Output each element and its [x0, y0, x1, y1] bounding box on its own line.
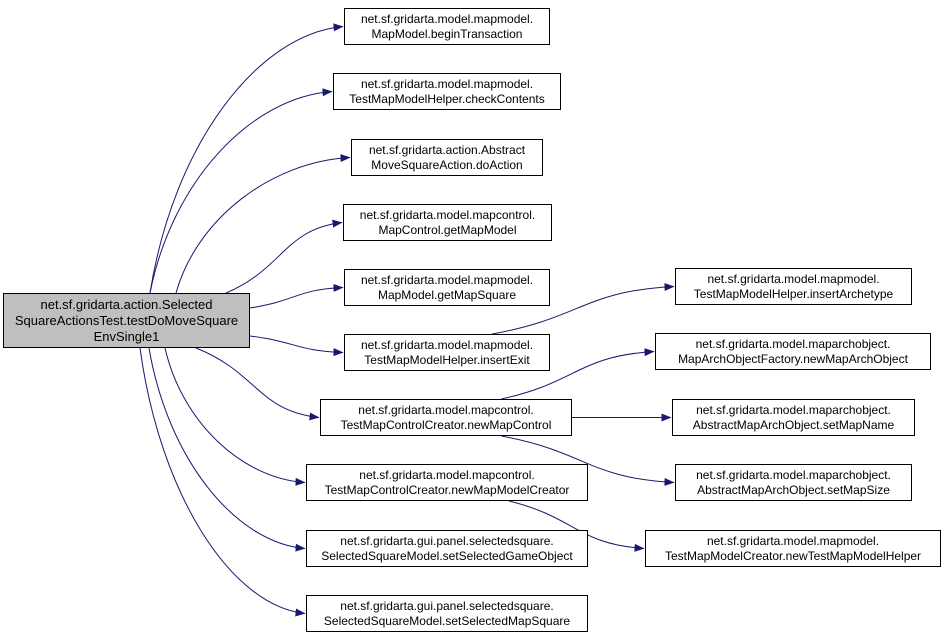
node-line: net.sf.gridarta.model.mapcontrol.: [358, 402, 534, 417]
root-node[interactable]: net.sf.gridarta.action.Selected SquareAc…: [3, 293, 250, 348]
node-line: net.sf.gridarta.action.Selected: [40, 296, 213, 312]
node-line: net.sf.gridarta.model.maparchobject.: [695, 336, 891, 351]
edge-root-to-set-selected-game-object: [148, 347, 306, 552]
edge-root-to-insert-exit: [249, 335, 344, 357]
edge-root-to-begin-transaction: [149, 23, 344, 294]
node-line: MapArchObjectFactory.newMapArchObject: [678, 351, 908, 366]
node-new-map-arch-object[interactable]: net.sf.gridarta.model.maparchobject. Map…: [655, 333, 931, 370]
node-new-test-map-model-helper[interactable]: net.sf.gridarta.model.mapmodel. TestMapM…: [645, 530, 941, 567]
node-get-map-square[interactable]: net.sf.gridarta.model.mapmodel. MapModel…: [344, 269, 550, 306]
node-line: TestMapModelHelper.insertExit: [364, 352, 530, 367]
node-line: net.sf.gridarta.model.mapmodel.: [360, 76, 534, 91]
node-line: AbstractMapArchObject.setMapSize: [697, 482, 890, 497]
node-line: MapModel.getMapSquare: [377, 287, 517, 302]
node-begin-transaction[interactable]: net.sf.gridarta.model.mapmodel. MapModel…: [344, 8, 550, 45]
node-line: MapControl.getMapModel: [378, 222, 517, 237]
node-line: TestMapControlCreator.newMapModelCreator: [324, 482, 570, 497]
node-insert-exit[interactable]: net.sf.gridarta.model.mapmodel. TestMapM…: [344, 334, 550, 371]
node-line: MapModel.beginTransaction: [371, 26, 523, 41]
edge-root-to-get-map-square: [249, 283, 344, 309]
node-line: TestMapModelCreator.newTestMapModelHelpe…: [664, 548, 922, 563]
node-line: net.sf.gridarta.gui.panel.selectedsquare…: [340, 598, 554, 613]
edge-new-map-control-to-new-map-arch-object: [501, 348, 655, 400]
node-line: MoveSquareAction.doAction: [371, 157, 523, 172]
node-line: net.sf.gridarta.model.mapmodel.: [360, 272, 534, 287]
node-line: SquareActionsTest.testDoMoveSquare: [14, 312, 239, 328]
node-check-contents[interactable]: net.sf.gridarta.model.mapmodel. TestMapM…: [333, 73, 561, 110]
node-new-map-model-creator[interactable]: net.sf.gridarta.model.mapcontrol. TestMa…: [306, 464, 588, 501]
node-line: net.sf.gridarta.model.mapmodel.: [360, 337, 534, 352]
edge-insert-exit-to-insert-archetype: [492, 283, 675, 335]
node-line: net.sf.gridarta.model.mapcontrol.: [359, 467, 535, 482]
node-line: EnvSingle1: [93, 328, 160, 344]
node-line: AbstractMapArchObject.setMapName: [692, 417, 895, 432]
edge-new-map-model-creator-to-new-test-map-model-helper: [508, 500, 645, 552]
node-line: SelectedSquareModel.setSelectedMapSquare: [323, 613, 571, 628]
node-line: net.sf.gridarta.model.mapmodel.: [707, 271, 880, 286]
edge-root-to-get-map-model: [225, 219, 343, 294]
node-line: TestMapControlCreator.newMapControl: [340, 417, 552, 432]
edge-root-to-check-contents: [149, 88, 333, 294]
edge-new-map-control-to-set-map-size: [501, 435, 675, 486]
node-set-map-name[interactable]: net.sf.gridarta.model.maparchobject. Abs…: [672, 399, 915, 436]
node-set-map-size[interactable]: net.sf.gridarta.model.maparchobject. Abs…: [675, 464, 912, 501]
node-insert-archetype[interactable]: net.sf.gridarta.model.mapmodel. TestMapM…: [675, 268, 912, 305]
edge-root-to-new-map-control: [195, 347, 320, 421]
edge-root-to-new-map-model-creator: [164, 347, 306, 486]
node-set-selected-game-object[interactable]: net.sf.gridarta.gui.panel.selectedsquare…: [306, 530, 588, 567]
edge-root-to-set-selected-map-square: [139, 347, 306, 617]
node-do-action[interactable]: net.sf.gridarta.action.Abstract MoveSqua…: [351, 139, 543, 176]
node-new-map-control[interactable]: net.sf.gridarta.model.mapcontrol. TestMa…: [320, 399, 572, 436]
node-line: TestMapModelHelper.checkContents: [349, 91, 545, 106]
node-line: net.sf.gridarta.gui.panel.selectedsquare…: [340, 533, 554, 548]
node-get-map-model[interactable]: net.sf.gridarta.model.mapcontrol. MapCon…: [343, 204, 552, 241]
node-line: net.sf.gridarta.model.maparchobject.: [696, 402, 891, 417]
node-line: TestMapModelHelper.insertArchetype: [693, 286, 894, 301]
node-line: net.sf.gridarta.action.Abstract: [368, 142, 526, 157]
node-set-selected-map-square[interactable]: net.sf.gridarta.gui.panel.selectedsquare…: [306, 595, 588, 632]
node-line: net.sf.gridarta.model.mapmodel.: [360, 11, 534, 26]
node-line: net.sf.gridarta.model.maparchobject.: [696, 467, 891, 482]
node-line: net.sf.gridarta.model.mapmodel.: [706, 533, 880, 548]
node-line: SelectedSquareModel.setSelectedGameObjec…: [321, 548, 573, 563]
node-line: net.sf.gridarta.model.mapcontrol.: [359, 207, 536, 222]
edge-root-to-do-action: [175, 154, 351, 294]
